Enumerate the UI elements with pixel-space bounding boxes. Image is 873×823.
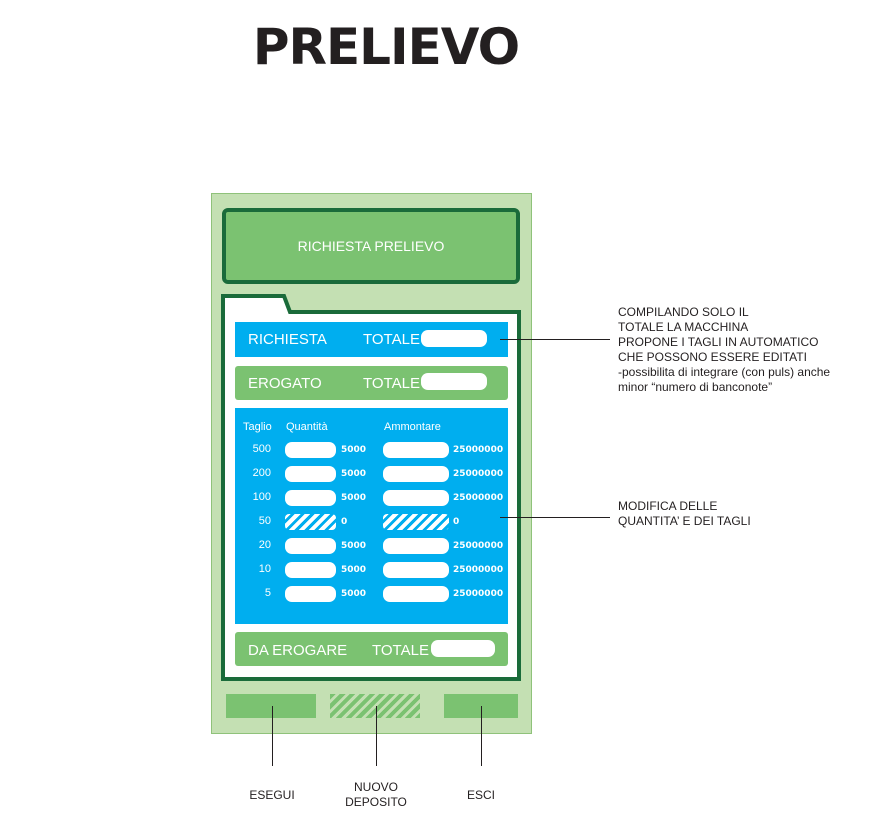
da-erogare-label: DA EROGARE bbox=[248, 642, 348, 659]
da-erogare-totale-label: TOTALE bbox=[372, 642, 429, 659]
quantita-input[interactable] bbox=[285, 538, 336, 554]
header-richiesta-prelievo: RICHIESTA PRELIEVO bbox=[222, 208, 520, 284]
da-erogare-row: DA EROGARE TOTALE bbox=[235, 632, 508, 666]
ammontare-value: 25000000 bbox=[453, 541, 504, 551]
ammontare-input[interactable] bbox=[383, 538, 449, 554]
taglio-value: 100 bbox=[252, 491, 271, 503]
ammontare-input[interactable] bbox=[383, 442, 449, 458]
richiesta-row: RICHIESTA TOTALE bbox=[235, 322, 508, 357]
esegui-leader-line bbox=[272, 706, 273, 766]
taglio-value: 200 bbox=[252, 467, 271, 479]
richiesta-totale-label: TOTALE bbox=[363, 331, 420, 348]
ammontare-value: 0 bbox=[453, 517, 460, 527]
esci-label: ESCI bbox=[466, 788, 495, 802]
ammontare-value: 25000000 bbox=[453, 445, 504, 455]
taglio-value: 50 bbox=[258, 515, 271, 527]
ammontare-input[interactable] bbox=[383, 490, 449, 506]
nuovo-deposito-label: NUOVO DEPOSITO bbox=[345, 780, 407, 809]
richiesta-label: RICHIESTA bbox=[248, 331, 327, 348]
esci-leader-line bbox=[481, 706, 482, 766]
erogato-row: EROGATO TOTALE bbox=[235, 366, 508, 400]
quantita-input[interactable] bbox=[285, 586, 336, 602]
richiesta-totale-input[interactable] bbox=[421, 330, 487, 347]
header-label: RICHIESTA PRELIEVO bbox=[297, 238, 445, 254]
ammontare-input[interactable] bbox=[383, 562, 449, 578]
ammontare-value: 25000000 bbox=[453, 565, 504, 575]
quantita-value: 5000 bbox=[341, 589, 367, 599]
quantita-input[interactable] bbox=[285, 562, 336, 578]
erogato-label: EROGATO bbox=[248, 375, 322, 392]
taglio-value: 5 bbox=[264, 587, 271, 599]
esegui-label: ESEGUI bbox=[249, 788, 295, 802]
quantita-input[interactable] bbox=[285, 490, 336, 506]
quantita-input[interactable] bbox=[285, 466, 336, 482]
quantita-value: 0 bbox=[341, 517, 348, 527]
taglio-value: 20 bbox=[258, 539, 271, 551]
quantita-input[interactable] bbox=[285, 442, 336, 458]
ammontare-value: 25000000 bbox=[453, 493, 504, 503]
ammontare-value: 25000000 bbox=[453, 469, 504, 479]
col-quantita-header: Quantità bbox=[286, 421, 328, 433]
erogato-totale-field bbox=[421, 373, 487, 390]
note1-leader-line bbox=[500, 339, 610, 340]
erogato-totale-label: TOTALE bbox=[363, 375, 420, 392]
nuovo-deposito-button[interactable] bbox=[330, 694, 420, 718]
quantita-value: 5000 bbox=[341, 493, 367, 503]
quantita-value: 5000 bbox=[341, 541, 367, 551]
quantita-input bbox=[285, 514, 336, 530]
col-taglio-header: Taglio bbox=[243, 421, 272, 433]
taglio-value: 10 bbox=[258, 563, 271, 575]
page-title: PRELIEVO bbox=[252, 18, 520, 76]
nuovo-deposito-leader-line bbox=[376, 706, 377, 766]
ammontare-input[interactable] bbox=[383, 586, 449, 602]
quantita-value: 5000 bbox=[341, 469, 367, 479]
ammontare-input[interactable] bbox=[383, 466, 449, 482]
annotation-compilando: COMPILANDO SOLO IL TOTALE LA MACCHINA PR… bbox=[618, 305, 831, 394]
da-erogare-totale-field bbox=[431, 640, 495, 657]
ammontare-input bbox=[383, 514, 449, 530]
col-ammontare-header: Ammontare bbox=[384, 421, 441, 433]
quantita-value: 5000 bbox=[341, 565, 367, 575]
quantita-value: 5000 bbox=[341, 445, 367, 455]
esegui-button[interactable] bbox=[226, 694, 316, 718]
note2-leader-line bbox=[500, 517, 610, 518]
taglio-value: 500 bbox=[252, 443, 271, 455]
annotation-modifica: MODIFICA DELLE QUANTITA’ E DEI TAGLI bbox=[618, 499, 751, 528]
ammontare-value: 25000000 bbox=[453, 589, 504, 599]
